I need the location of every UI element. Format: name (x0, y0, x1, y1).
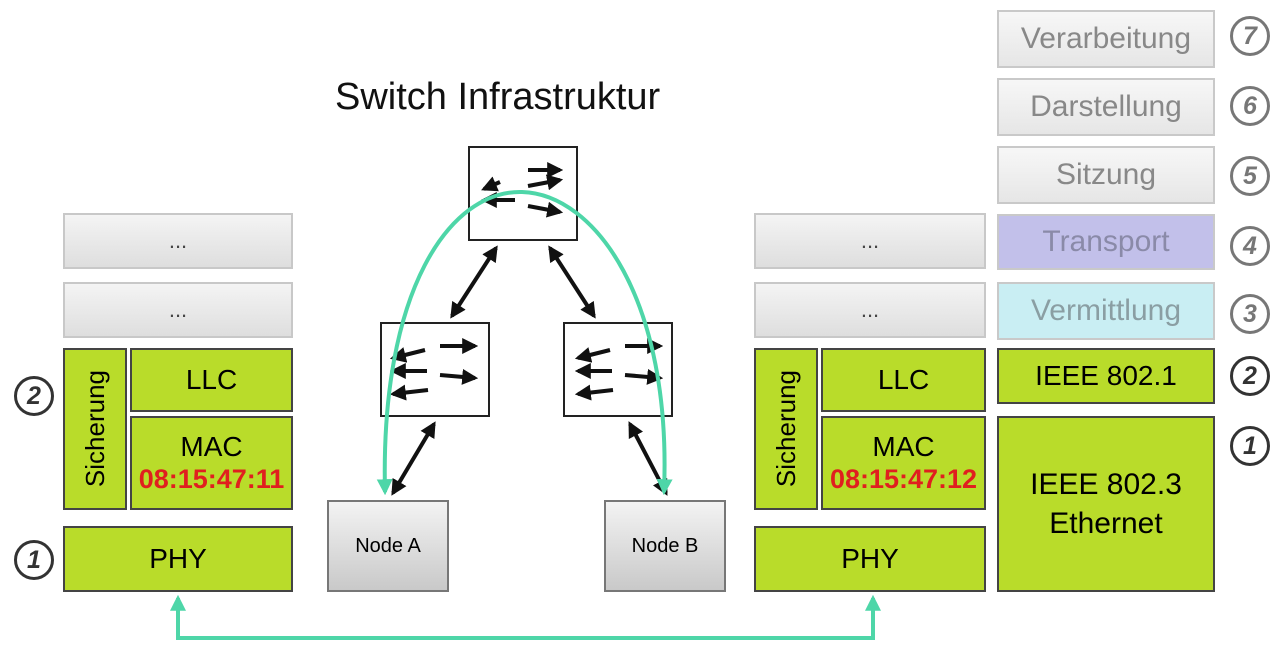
right-switch-arrows-icon (574, 338, 664, 401)
left-mac-label: MAC (180, 431, 243, 463)
right-upper-layer-2: ... (754, 282, 986, 338)
osi-number-1-badge: 1 (1230, 426, 1270, 466)
right-upper-layer-1: ... (754, 213, 986, 269)
osi-number-5-badge: 5 (1230, 156, 1270, 196)
ieee-802-3-label: IEEE 802.3 (1030, 468, 1182, 501)
right-llc-box: LLC (821, 348, 986, 412)
left-llc-box: LLC (130, 348, 293, 412)
right-mac-box: MAC 08:15:47:12 (821, 416, 986, 510)
left-switch-arrows-icon (389, 338, 479, 401)
node-b: Node B (604, 500, 726, 592)
osi-layer-transport: Transport (997, 214, 1215, 270)
left-phy-box: PHY (63, 526, 293, 592)
diagram-title: Switch Infrastruktur (335, 76, 661, 118)
ethernet-label: Ethernet (1049, 507, 1163, 540)
osi-number-7-badge: 7 (1230, 16, 1270, 56)
left-upper-layer-1: ... (63, 213, 293, 269)
osi-layer-darstellung: Darstellung (997, 78, 1215, 136)
link-top-right-arrow-icon (548, 245, 596, 319)
right-phy-box: PHY (754, 526, 986, 592)
left-mac-box: MAC 08:15:47:11 (130, 416, 293, 510)
link-left-nodea-arrow-icon (391, 421, 436, 496)
osi-layer-verarbeitung: Verarbeitung (997, 10, 1215, 68)
top-switch-arrows-icon (480, 162, 564, 218)
physical-link-arrow-icon (170, 594, 881, 640)
left-layer-2-badge: 2 (14, 376, 54, 416)
osi-number-4-badge: 4 (1230, 226, 1270, 266)
link-top-left-arrow-icon (450, 245, 498, 319)
left-sicherung-box: Sicherung (63, 348, 127, 510)
right-mac-address: 08:15:47:12 (829, 463, 978, 494)
data-path-arc-icon (376, 189, 673, 496)
osi-layer-vermittlung: Vermittlung (997, 282, 1215, 340)
left-upper-layer-2: ... (63, 282, 293, 338)
link-right-nodeb-arrow-icon (628, 421, 668, 496)
osi-number-6-badge: 6 (1230, 86, 1270, 126)
osi-layer-sitzung: Sitzung (997, 146, 1215, 204)
osi-layer-ieee-802-3: IEEE 802.3 Ethernet (997, 416, 1215, 592)
left-layer-1-badge: 1 (14, 540, 54, 580)
right-sicherung-box: Sicherung (754, 348, 818, 510)
osi-layer-ieee-802-1: IEEE 802.1 (997, 348, 1215, 404)
osi-number-2-badge: 2 (1230, 356, 1270, 396)
node-a: Node A (327, 500, 449, 592)
right-mac-label: MAC (872, 431, 935, 463)
left-mac-address: 08:15:47:11 (138, 463, 285, 494)
osi-number-3-badge: 3 (1230, 294, 1270, 334)
